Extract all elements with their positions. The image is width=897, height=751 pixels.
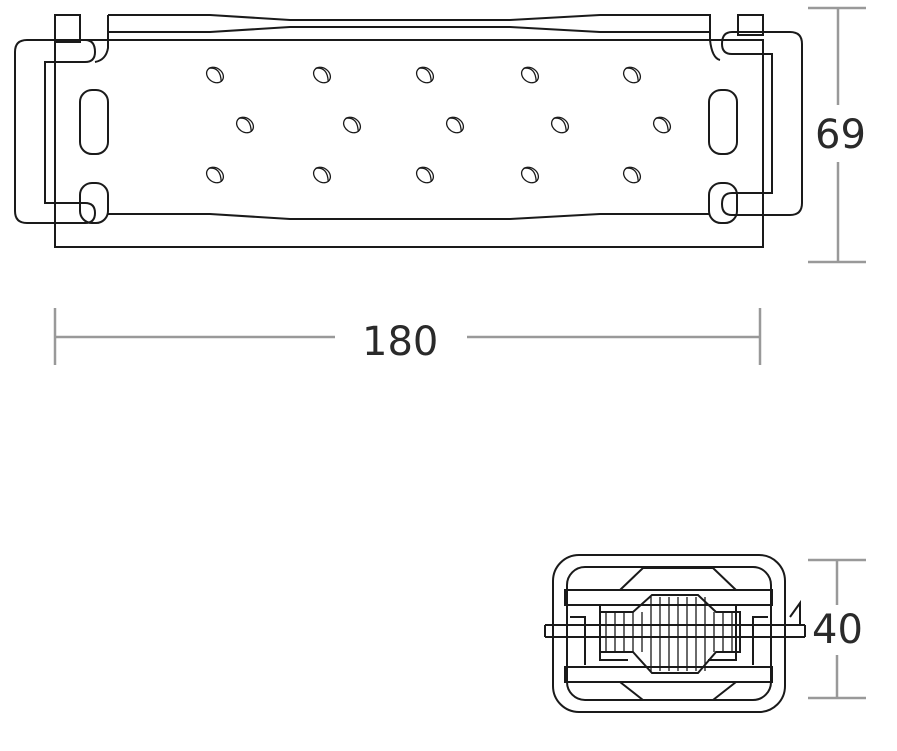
left-handle[interactable]	[14, 39, 97, 224]
center-rail	[544, 624, 806, 638]
led-icon	[622, 166, 642, 184]
heatsink-fins	[605, 597, 733, 671]
led-icon	[622, 66, 642, 84]
led-icon	[445, 116, 465, 134]
outer-housing	[552, 554, 786, 713]
body-bottom-edge	[108, 213, 710, 220]
led-icon	[312, 66, 332, 84]
length-label: 180	[362, 319, 438, 365]
right-tab	[737, 14, 764, 36]
led-icon	[205, 166, 225, 184]
led-icon	[312, 166, 332, 184]
led-icon	[415, 166, 435, 184]
led-icon	[520, 66, 540, 84]
base-plate	[54, 39, 764, 248]
left-slot	[79, 89, 109, 155]
height-label: 40	[812, 607, 863, 653]
lens	[600, 594, 741, 674]
right-handle[interactable]	[720, 31, 803, 216]
led-icon	[235, 116, 255, 134]
led-icon	[652, 116, 672, 134]
bevels	[619, 567, 737, 701]
width-label: 69	[815, 112, 866, 158]
led-icon	[342, 116, 362, 134]
length-dimension: 180	[53, 308, 762, 365]
clip	[789, 599, 801, 625]
left-tab	[54, 14, 81, 43]
led-icon	[550, 116, 570, 134]
width-dimension: 69	[808, 6, 866, 264]
led-icon	[520, 166, 540, 184]
body-top-edge	[94, 14, 721, 63]
left-hinge	[79, 182, 109, 224]
right-hinge	[708, 182, 738, 224]
body-top-inner	[108, 26, 710, 33]
height-dimension: 40	[808, 558, 866, 700]
brackets	[570, 605, 768, 665]
led-icon	[415, 66, 435, 84]
right-slot	[708, 89, 738, 155]
led-array	[205, 66, 672, 184]
top-view	[14, 14, 803, 248]
side-view	[544, 554, 806, 713]
led-icon	[205, 66, 225, 84]
